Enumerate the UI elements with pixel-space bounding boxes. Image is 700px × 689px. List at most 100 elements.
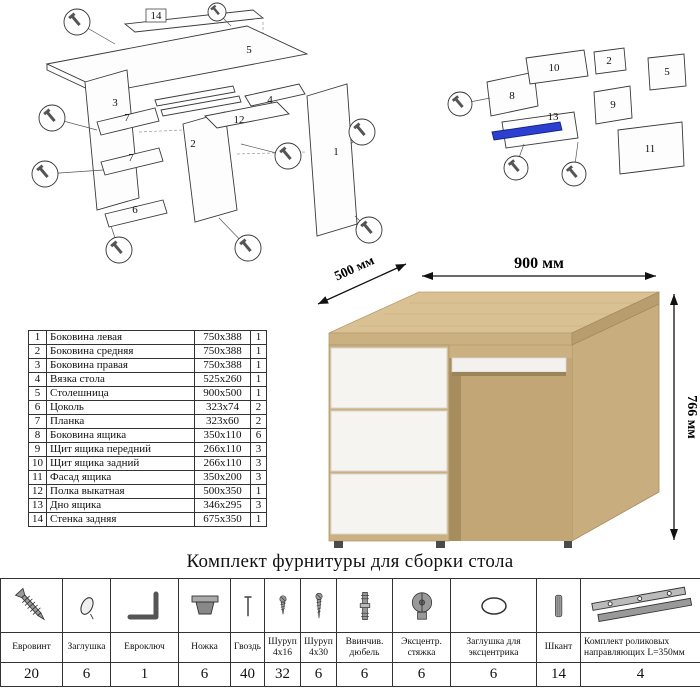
drawer-front-1 xyxy=(330,347,448,409)
hardware-callouts xyxy=(447,91,587,187)
hardware-qty: 4 xyxy=(580,662,700,687)
height-dimension-label: 766 мм xyxy=(684,395,699,439)
part-name: Столешница xyxy=(46,386,195,401)
hardware-callouts xyxy=(31,2,383,264)
cam-cap-icon xyxy=(480,596,507,615)
dowel-icon xyxy=(554,594,562,617)
tray-rail xyxy=(449,345,572,358)
screw-callout-icon xyxy=(274,142,302,170)
drawer-front-3 xyxy=(330,473,448,535)
part-label-4: 4 xyxy=(267,94,273,106)
part-size: 750х388 xyxy=(194,358,251,373)
part-num: 6 xyxy=(28,400,47,415)
tabletop-side-edge xyxy=(571,291,660,346)
screw-callout-icon xyxy=(38,104,66,132)
depth-dimension-label: 500 мм xyxy=(332,252,376,283)
desk-panels xyxy=(45,9,358,237)
part-size: 525х260 xyxy=(194,372,251,387)
part-name: Боковина ящика xyxy=(46,428,195,443)
part-qty: 1 xyxy=(250,484,267,499)
part-name: Фасад ящика xyxy=(46,470,195,485)
part-num: 10 xyxy=(28,456,47,471)
screw-callout-icon xyxy=(234,234,262,262)
part-size: 675х350 xyxy=(194,512,251,527)
part-size: 750х388 xyxy=(194,330,251,345)
part-label-10: 10 xyxy=(549,62,561,74)
height-dimension: 766 мм xyxy=(670,294,699,540)
drawer-slide-rail-highlight xyxy=(491,121,563,141)
part-qty: 3 xyxy=(250,442,267,457)
part-num: 1 xyxy=(28,330,47,345)
part-qty: 3 xyxy=(250,470,267,485)
hardware-label: Шкант xyxy=(536,632,581,663)
hardware-qty-row: 20 6 1 6 40 32 6 6 6 6 14 4 xyxy=(0,662,700,687)
width-dimension: 900 мм xyxy=(422,255,656,280)
part-name: Планка xyxy=(46,414,195,429)
drawer-front-2 xyxy=(330,410,448,472)
part-label-3: 3 xyxy=(112,97,118,109)
part-qty: 1 xyxy=(250,372,267,387)
part-name: Стенка задняя xyxy=(46,512,195,527)
part-size: 323х60 xyxy=(194,414,251,429)
hardware-qty: 6 xyxy=(62,662,111,687)
desk-foot xyxy=(436,541,445,548)
hardware-qty: 14 xyxy=(536,662,581,687)
drawer-panels xyxy=(486,47,687,175)
hardware-label: Ножка xyxy=(178,632,231,663)
tabletop-front-edge xyxy=(328,332,573,346)
depth-dimension: 500 мм xyxy=(317,252,407,305)
keyboard-tray xyxy=(451,357,567,373)
screw-4x30-icon xyxy=(315,592,322,618)
screw-callout-icon xyxy=(31,160,59,188)
cap-icon xyxy=(79,596,94,619)
part-name: Вязка стола xyxy=(46,372,195,387)
cam-lock-icon xyxy=(411,591,432,620)
part-qty: 1 xyxy=(250,330,267,345)
part-qty: 6 xyxy=(250,428,267,443)
screw-callout-icon xyxy=(561,161,587,187)
hardware-qty: 32 xyxy=(264,662,301,687)
hardware-label: Гвоздь xyxy=(230,632,265,663)
hardware-qty: 1 xyxy=(110,662,179,687)
part-label-6: 6 xyxy=(132,204,138,216)
exploded-view-drawer: 10 2 5 8 9 13 11 xyxy=(447,47,687,187)
hardware-table: Евровинт Заглушка Евроключ Ножка Гвоздь … xyxy=(0,578,700,687)
part-num: 9 xyxy=(28,442,47,457)
desk-foot xyxy=(564,541,572,548)
hardware-icons-row xyxy=(0,578,700,633)
part-label-8: 8 xyxy=(509,90,515,102)
nail-icon xyxy=(243,595,252,616)
hardware-label: Ввинчив. дюбель xyxy=(336,632,393,663)
part-num: 4 xyxy=(28,372,47,387)
part-label-2: 2 xyxy=(606,55,612,67)
part-num: 3 xyxy=(28,358,47,373)
part-size: 266х110 xyxy=(194,456,251,471)
part-label-5: 5 xyxy=(246,44,252,56)
screw-4x16-icon xyxy=(279,594,286,614)
part-qty: 3 xyxy=(250,498,267,513)
part-name: Боковина средняя xyxy=(46,344,195,359)
part-num: 2 xyxy=(28,344,47,359)
hex-key-icon xyxy=(127,591,158,619)
part-size: 500х350 xyxy=(194,484,251,499)
part-label-11: 11 xyxy=(645,143,656,155)
desk-right-panel xyxy=(571,303,660,542)
part-name: Боковина правая xyxy=(46,358,195,373)
part-number-labels: 14 5 3 7 7 6 2 12 4 1 xyxy=(112,8,339,216)
screw-callout-icon xyxy=(207,2,227,22)
hardware-label: Евровинт xyxy=(0,632,63,663)
part-label-13: 13 xyxy=(548,111,560,123)
screw-callout-icon xyxy=(503,155,529,181)
desk-render: 900 мм 500 мм 766 мм xyxy=(314,248,699,553)
part-number-labels: 10 2 5 8 9 13 11 xyxy=(509,55,670,155)
hardware-title: Комплект фурнитуры для сборки стола xyxy=(186,551,514,572)
